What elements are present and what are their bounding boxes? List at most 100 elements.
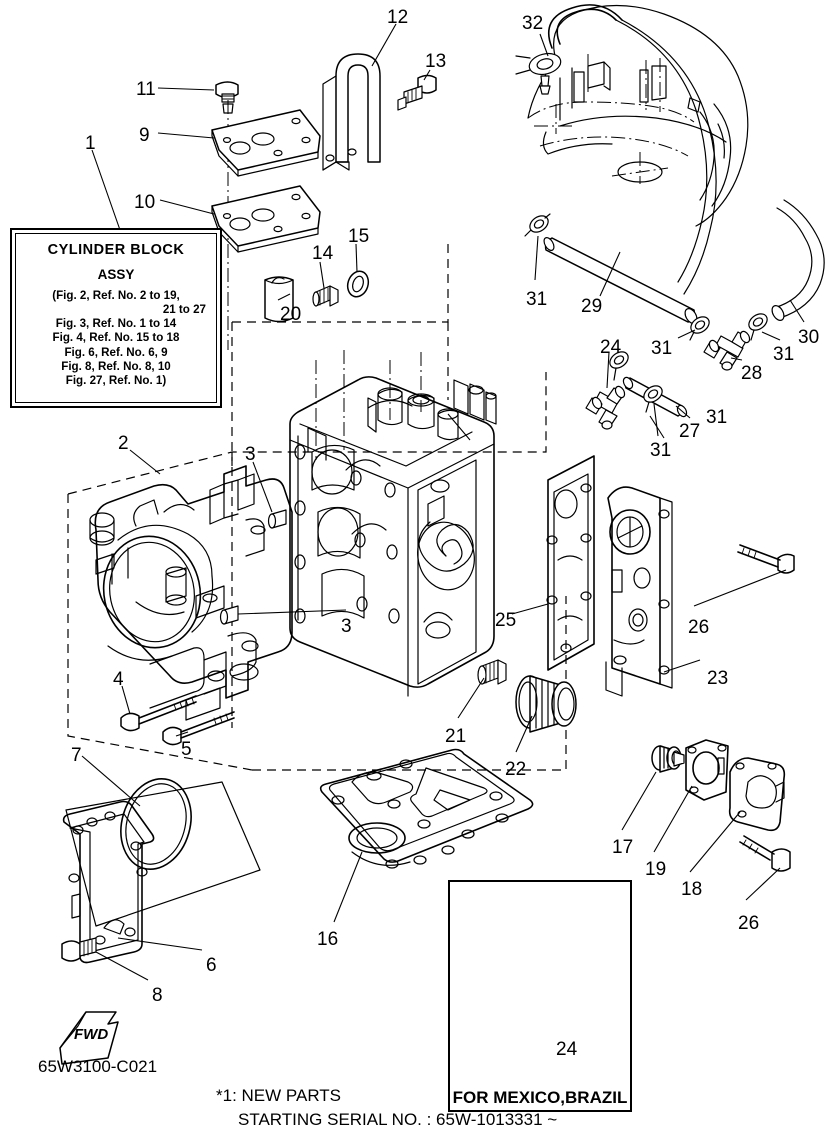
cylinder-block-main [289, 350, 497, 697]
callout-2: 2 [118, 433, 129, 454]
leader-13 [423, 69, 431, 81]
part-30-hose [771, 199, 825, 321]
leader-32 [539, 33, 549, 57]
leader-6 [117, 937, 203, 951]
legend-ref-1: 21 to 27 [162, 303, 206, 317]
fwd-label: FWD [74, 1026, 109, 1043]
assembly-boundary-lower [67, 494, 567, 771]
leader-2 [129, 449, 161, 475]
legend-ref-3: Fig. 4, Ref. No. 15 to 18 [52, 331, 180, 345]
callout-3a: 3 [245, 444, 256, 465]
part-2-crankcase [89, 465, 293, 721]
legend-box: CYLINDER BLOCK ASSY (Fig. 2, Ref. No. 2 … [10, 228, 222, 408]
legend-ref-6: Fig. 27, Ref. No. 1) [65, 373, 167, 387]
inset-box-mexico-brazil [448, 880, 632, 1112]
callout-30: 30 [798, 327, 820, 348]
part-31-clamps [524, 213, 768, 413]
callout-3b: 3 [341, 616, 352, 637]
part-8-bolt [61, 937, 97, 962]
upper-plates-group [211, 81, 321, 350]
part-11-screw [215, 81, 239, 114]
assembly-boundary-top [231, 238, 449, 472]
callout-20: 20 [280, 304, 302, 325]
legend-ref-list: (Fig. 2, Ref. No. 2 to 19, 21 to 27 Fig.… [20, 289, 212, 388]
callout-23: 23 [707, 668, 729, 689]
inset-label: FOR MEXICO,BRAZIL [452, 1088, 628, 1107]
fwd-arrow-marker [59, 1011, 119, 1065]
leader-26b [745, 867, 781, 901]
leader-3a [252, 461, 273, 513]
part-7-oring [120, 777, 192, 871]
legend-ref-0: (Fig. 2, Ref. No. 2 to 19, [52, 289, 180, 302]
leader-31d [653, 403, 659, 437]
leader-31c [761, 331, 781, 341]
engine-phantom-outline [527, 4, 749, 295]
callout-17: 17 [612, 837, 634, 858]
part-26-bolt-b [739, 835, 791, 872]
leader-31b [677, 329, 696, 339]
part-29-hose [543, 237, 698, 324]
part-21-plug [477, 659, 507, 685]
leader-22 [515, 715, 533, 753]
part-12-bracket [322, 53, 381, 171]
callout-27: 27 [679, 421, 701, 442]
callout-13: 13 [425, 51, 447, 72]
leader-24 [606, 351, 610, 389]
leader-14 [319, 261, 325, 289]
part-13-bolt [397, 74, 437, 111]
leader-8 [95, 951, 149, 981]
part-18-thermostat-cover [728, 757, 786, 832]
callout-29: 29 [581, 296, 603, 317]
legend-title-line2: ASSY [97, 267, 135, 282]
note-starting-serial: STARTING SERIAL NO. : 65W-1013331 ~ [238, 1110, 558, 1129]
leader-30 [789, 299, 805, 323]
part-25-gasket [546, 455, 595, 671]
part-15-washer [346, 270, 370, 298]
leader-10 [159, 199, 215, 215]
leader-21 [457, 677, 485, 719]
leader-19 [653, 785, 693, 853]
callout-31a: 31 [526, 289, 548, 310]
part-32-clip [515, 52, 562, 95]
callout-22: 22 [505, 759, 527, 780]
callout-14: 14 [312, 243, 334, 264]
legend-ref-2: Fig. 3, Ref. No. 1 to 14 [55, 317, 177, 331]
leader-31e [649, 415, 665, 439]
callout-31c: 31 [706, 407, 728, 428]
leader-28 [730, 357, 743, 361]
leader-3b [237, 609, 347, 615]
callout-31e: 31 [773, 344, 795, 365]
callout-10: 10 [134, 192, 156, 213]
block-right-face [417, 459, 477, 685]
leader-26a [693, 569, 787, 607]
leader-23 [663, 659, 701, 673]
callout-1: 1 [85, 133, 96, 154]
legend-title-line1: CYLINDER BLOCK [47, 242, 185, 258]
part-4-bolt [120, 695, 197, 732]
callout-28: 28 [741, 363, 763, 384]
leader-5 [175, 731, 189, 737]
callout-26b: 26 [738, 913, 760, 934]
leader-20 [277, 293, 291, 301]
part-17-thermostat [651, 745, 685, 773]
callout-25: 25 [495, 610, 517, 631]
clamp-31-b [689, 316, 710, 341]
part-23-cover [605, 486, 673, 697]
callout-32: 32 [522, 13, 544, 34]
part-3-dowel-a [267, 509, 287, 529]
leader-15 [355, 243, 358, 273]
part-26-bolt-a [737, 544, 795, 574]
leader-17 [621, 771, 657, 831]
callout-16: 16 [317, 929, 339, 950]
leader-1 [91, 149, 121, 231]
callout-12: 12 [387, 7, 409, 28]
callout-11: 11 [136, 79, 156, 100]
clamp-31-a [524, 213, 551, 237]
callout-31d: 31 [650, 440, 672, 461]
callout-15: 15 [348, 226, 370, 247]
callout-21: 21 [445, 726, 467, 747]
leader-12 [371, 23, 397, 67]
callout-5: 5 [181, 739, 192, 760]
